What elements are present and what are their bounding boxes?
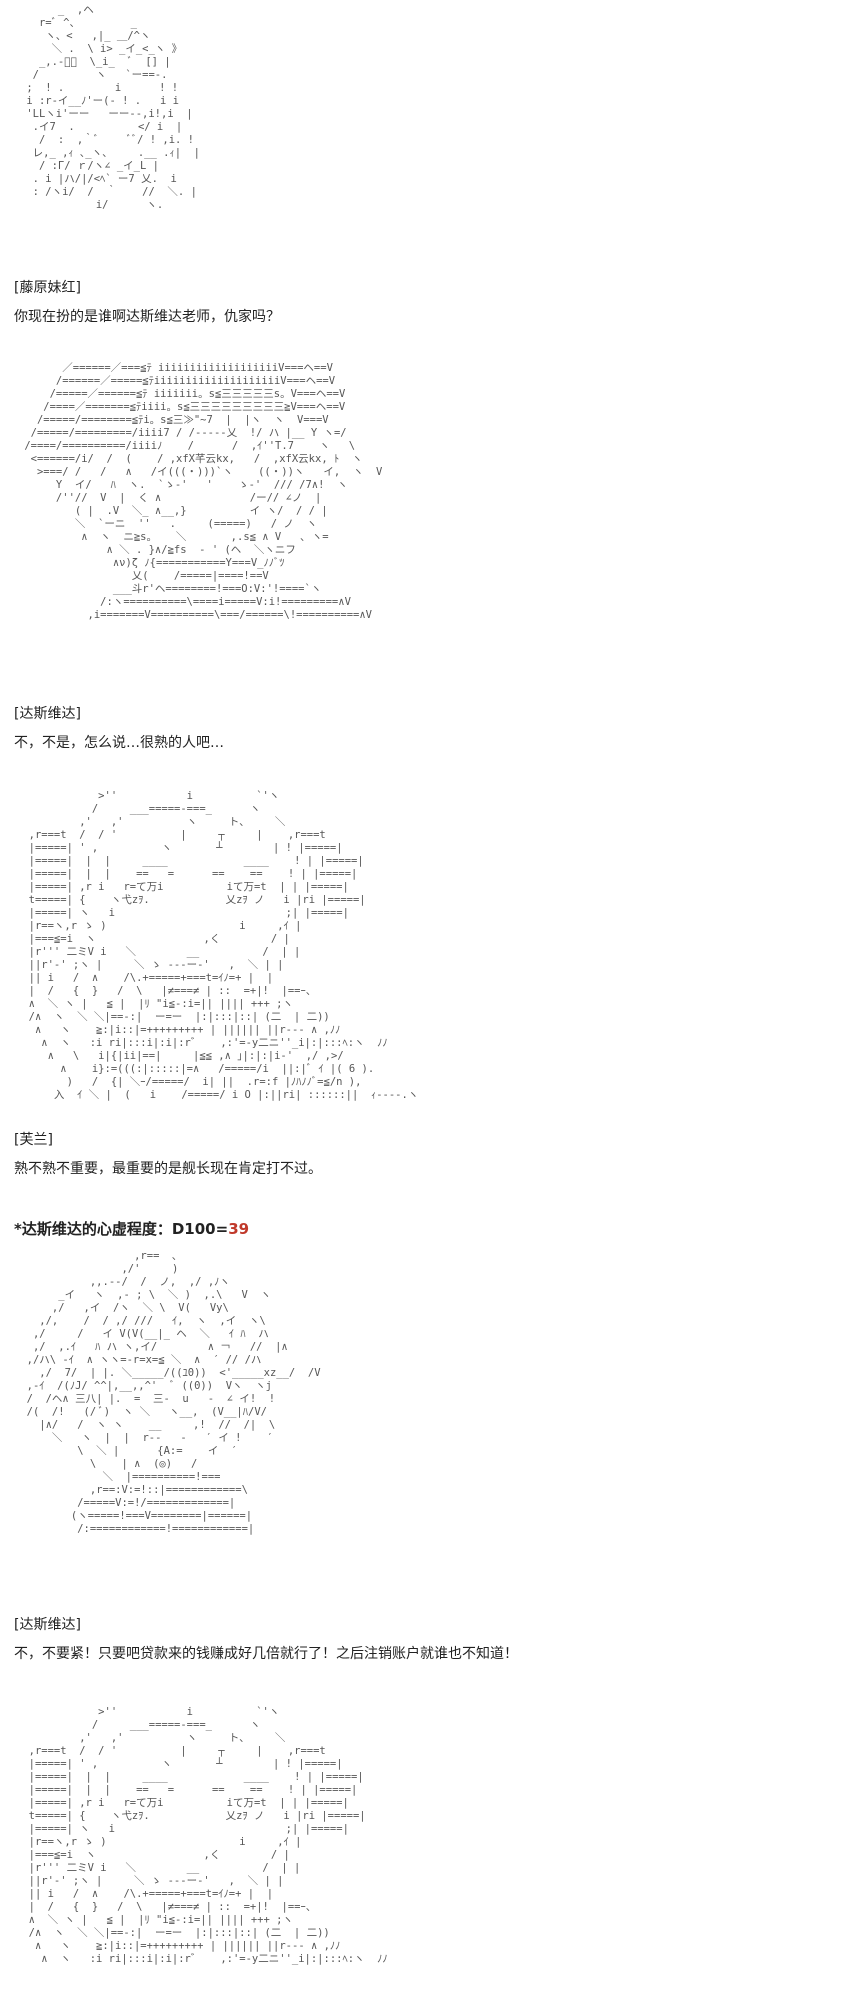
dice-roll-result: 39 <box>228 1220 250 1238</box>
dice-roll-label: *达斯维达的心虚程度：D100= <box>14 1220 229 1238</box>
dialogue-line: 你现在扮的是谁啊达斯维达老师，仇家吗？ <box>14 309 280 325</box>
speaker-label: [芙兰] <box>14 1132 53 1148</box>
dialogue-line: 不，不要紧！只要吧贷款来的钱赚成好几倍就行了！之后注销账户就谁也不知道！ <box>14 1646 518 1662</box>
dice-roll-line: *达斯维达的心虚程度：D100=39 <box>14 1220 249 1239</box>
dialogue-line: 不，不是，怎么说…很熟的人吧… <box>14 735 224 751</box>
ascii-art-mokou: _ ,ヘ r=ﾞ ^、 _ ヽ、< ,|_ ＿/^ヽ ＼ . \ i> _イ_<… <box>26 4 201 211</box>
ascii-art-flandre-repeat: >'' i `'ヽ / ___=====-===_ ヽ ,' ,' ヽ ト、 ＼… <box>28 1706 388 1965</box>
speaker-label: [藤原妹红] <box>14 280 81 296</box>
speaker-label: [达斯维达] <box>14 706 81 722</box>
ascii-art-flandre: >'' i `'ヽ / ___=====-===_ ヽ ,' ,' ヽ ト、 ＼… <box>28 790 419 1101</box>
ascii-art-darth-vader: ／======／===≦ﾃ iiiiiiiiiiiiiiiiiiiV===ヘ==… <box>24 362 383 621</box>
dialogue-line: 熟不熟不重要，最重要的是舰长现在肯定打不过。 <box>14 1161 322 1177</box>
speaker-label: [达斯维达] <box>14 1617 81 1633</box>
ascii-art-darth-vader-nervous: ,r== ､ ,/' ) ,,.--/ / ノ, ,/ ,ﾉヽ _イ ヽ ,- … <box>26 1250 321 1535</box>
